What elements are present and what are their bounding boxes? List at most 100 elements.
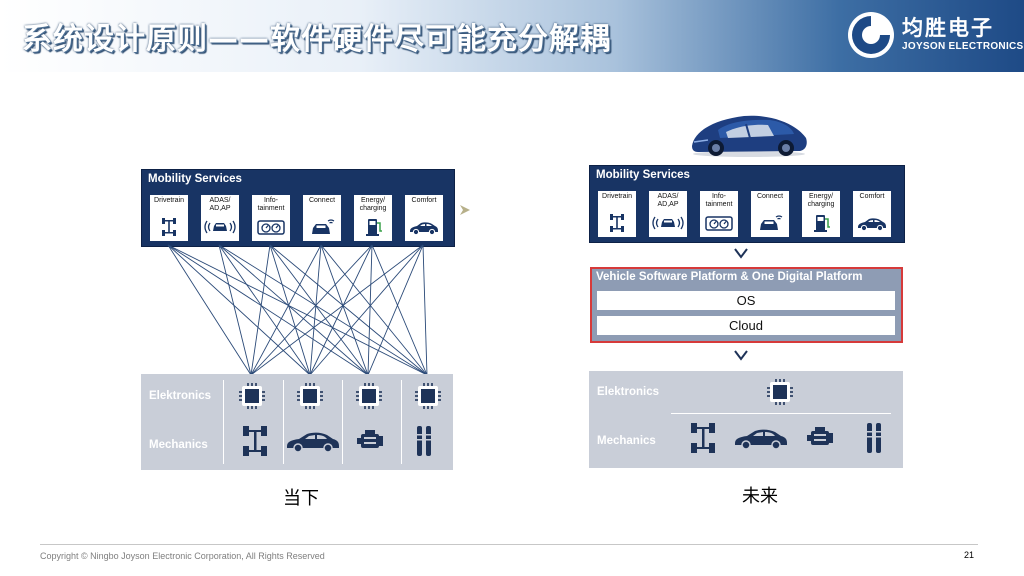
service-label: ADAS/ AD,AP xyxy=(657,193,679,208)
slide-title: 系统设计原则——软件硬件尽可能充分解耦 xyxy=(22,22,611,57)
platform-row-os: OS xyxy=(597,291,895,310)
copyright-text: Copyright © Ningbo Joyson Electronic Cor… xyxy=(40,551,325,561)
company-logo: 均胜电子 JOYSON ELECTRONICS xyxy=(846,8,1023,64)
coupling-line xyxy=(167,244,369,376)
adas-car-icon xyxy=(652,213,684,233)
service-card-drivetrain: Drivetrain xyxy=(598,191,636,237)
right-mobility-services-box: Mobility Services Drivetrain ADAS/ AD,AP I… xyxy=(589,165,905,243)
engine-icon xyxy=(355,428,385,454)
coupling-line xyxy=(218,244,252,376)
service-card-info-tainment: Info- tainment xyxy=(252,195,290,241)
drivetrain-icon xyxy=(153,217,185,237)
coupling-line xyxy=(269,244,311,376)
right-hardware-box: Elektronics Mechanics xyxy=(589,371,903,468)
coupling-line xyxy=(320,244,369,376)
coupling-line xyxy=(422,244,428,376)
dashboard-icon xyxy=(703,213,735,233)
coupling-line xyxy=(269,244,369,376)
left-mobility-services-box: Mobility Services Drivetrain ADAS/ AD,AP I… xyxy=(141,169,455,247)
coupling-line xyxy=(367,244,373,376)
service-card-connect: Connect xyxy=(751,191,789,237)
service-card-info-tainment: Info- tainment xyxy=(700,191,738,237)
coupling-line xyxy=(320,244,428,376)
logo-subtitle: JOYSON ELECTRONICS xyxy=(902,41,1024,52)
right-mechanics-label: Mechanics xyxy=(597,435,656,447)
concept-car-image xyxy=(692,115,807,157)
coupling-line xyxy=(269,244,428,376)
service-label: ADAS/ AD,AP xyxy=(209,197,231,212)
service-card-energy-charging: Energy/ charging xyxy=(802,191,840,237)
coupling-line xyxy=(367,244,424,376)
chip-icon xyxy=(295,382,325,410)
right-services-title: Mobility Services xyxy=(596,169,690,181)
coupling-line xyxy=(371,244,428,376)
axle-chassis-icon xyxy=(241,424,269,458)
left-hardware-box: Elektronics Mechanics xyxy=(141,374,453,470)
adas-car-icon xyxy=(204,217,236,237)
coupling-line xyxy=(250,244,373,376)
car-body-icon xyxy=(285,430,341,452)
coupling-line xyxy=(250,244,424,376)
charging-station-icon xyxy=(357,217,389,237)
coupling-line xyxy=(309,244,424,376)
service-label: Info- tainment xyxy=(705,193,733,208)
service-label: Info- tainment xyxy=(257,197,285,212)
service-card-comfort: Comfort xyxy=(405,195,443,241)
service-card-comfort: Comfort xyxy=(853,191,891,237)
left-caption: 当下 xyxy=(283,488,319,509)
coupling-line xyxy=(218,244,428,376)
joyson-swirl-icon xyxy=(848,12,894,58)
coupling-line xyxy=(218,244,311,376)
chevron-down-icon xyxy=(734,350,748,361)
coupling-line xyxy=(167,244,252,376)
coupling-line xyxy=(309,244,322,376)
coupling-line xyxy=(167,244,311,376)
chip-icon xyxy=(237,382,267,410)
service-card-energy-charging: Energy/ charging xyxy=(354,195,392,241)
header-banner: 系统设计原则——软件硬件尽可能充分解耦 均胜电子 JOYSON ELECTRON… xyxy=(0,0,1024,72)
coupling-line xyxy=(218,244,369,376)
coupling-line xyxy=(167,244,428,376)
coupling-line xyxy=(250,244,271,376)
arrow-right-icon xyxy=(460,205,470,215)
service-card-adas-ad-ap: ADAS/ AD,AP xyxy=(649,191,687,237)
service-label: Energy/ charging xyxy=(359,197,387,212)
coupling-line xyxy=(250,244,322,376)
page-number: 21 xyxy=(964,550,975,560)
drivetrain-icon xyxy=(601,213,633,233)
engine-icon xyxy=(805,425,835,451)
charging-station-icon xyxy=(805,213,837,233)
connected-car-icon xyxy=(754,213,786,233)
chip-icon xyxy=(413,382,443,410)
platform-title: Vehicle Software Platform & One Digital … xyxy=(596,271,863,283)
service-label: Connect xyxy=(756,193,784,200)
service-label: Energy/ charging xyxy=(807,193,835,208)
shock-absorber-icon xyxy=(865,421,883,455)
chip-icon xyxy=(354,382,384,410)
service-card-connect: Connect xyxy=(303,195,341,241)
service-label: Connect xyxy=(308,197,336,204)
shock-absorber-icon xyxy=(415,424,433,458)
left-services-title: Mobility Services xyxy=(148,173,242,185)
left-electronics-label: Elektronics xyxy=(149,390,211,402)
coupling-line xyxy=(309,244,373,376)
connected-car-icon xyxy=(306,217,338,237)
car-comfort-icon xyxy=(856,213,888,233)
axle-chassis-icon xyxy=(689,421,717,455)
dashboard-icon xyxy=(255,217,287,237)
platform-row-cloud: Cloud xyxy=(597,316,895,335)
service-label: Drivetrain xyxy=(602,193,632,200)
service-label: Comfort xyxy=(859,193,885,200)
chip-icon xyxy=(765,378,795,406)
right-electronics-label: Elektronics xyxy=(597,386,659,398)
car-body-icon xyxy=(733,427,789,449)
chevron-down-icon xyxy=(734,248,748,259)
footer-divider xyxy=(40,544,978,545)
logo-name: 均胜电子 xyxy=(902,16,994,40)
service-label: Drivetrain xyxy=(154,197,184,204)
service-card-drivetrain: Drivetrain xyxy=(150,195,188,241)
car-comfort-icon xyxy=(408,217,440,237)
right-caption: 未来 xyxy=(742,486,778,507)
service-label: Comfort xyxy=(411,197,437,204)
